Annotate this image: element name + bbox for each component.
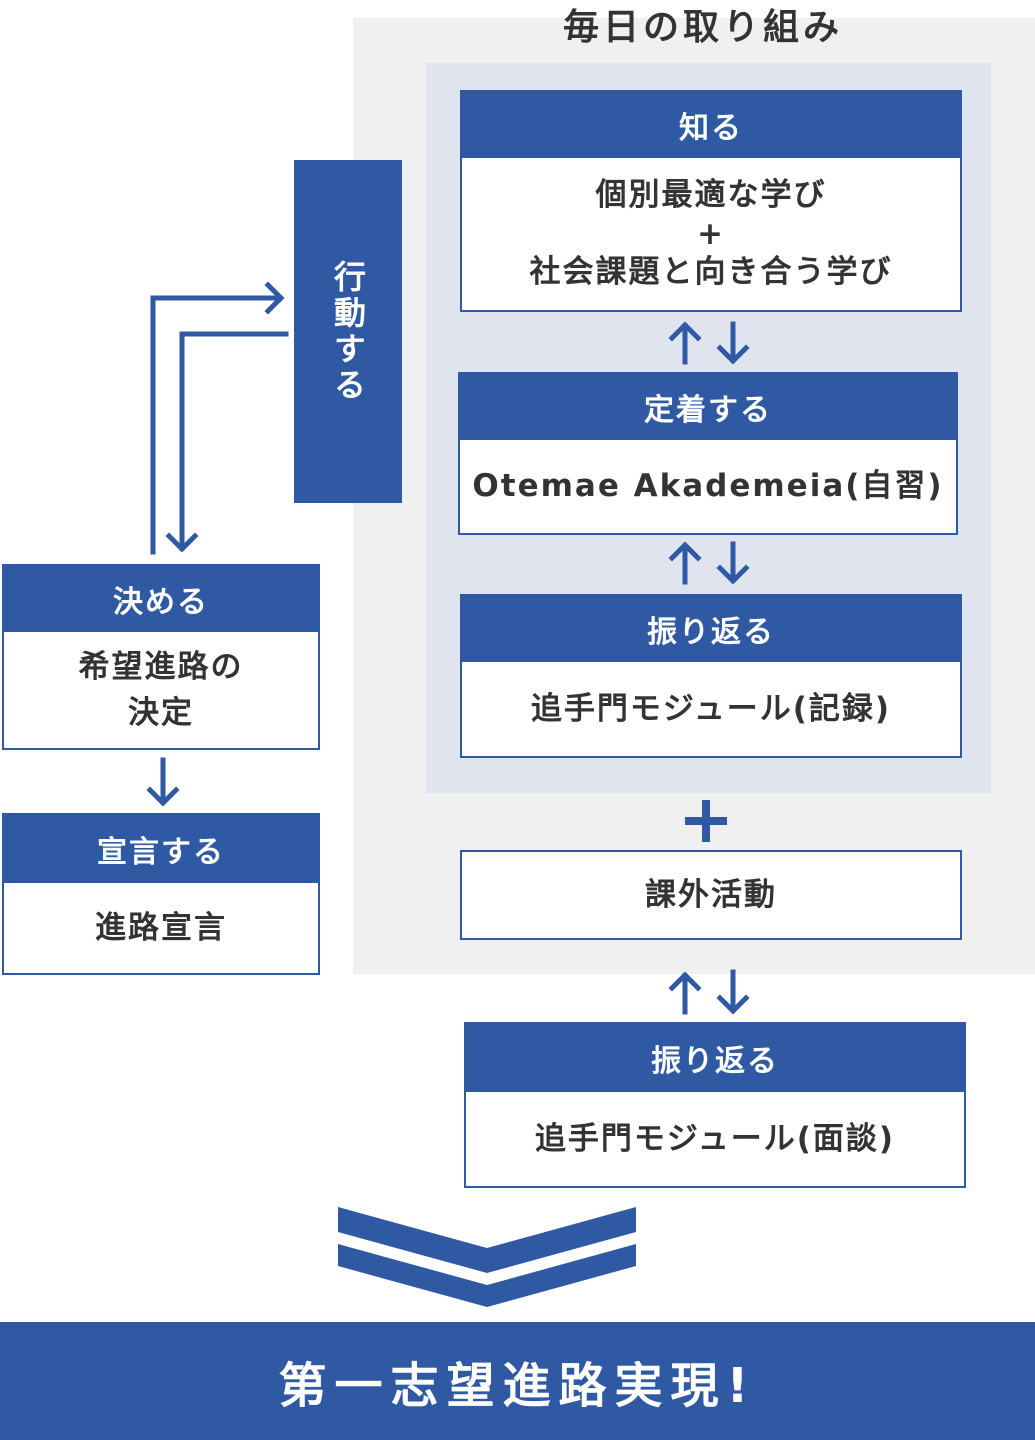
know-line1: 個別最適な学び (595, 176, 827, 213)
reflect-interview-header: 振り返る (466, 1024, 964, 1092)
settle-body: Otemae Akademeia(自習) (472, 468, 944, 505)
goal-banner: 第一志望進路実現! (0, 1322, 1035, 1440)
reflect-record-card: 振り返る 追手門モジュール(記録) (460, 594, 962, 758)
settle-card: 定着する Otemae Akademeia(自習) (458, 372, 958, 535)
reflect-record-body: 追手門モジュール(記録) (530, 690, 892, 727)
double-chevron-icon (338, 1207, 636, 1307)
action-box: 行動する (294, 160, 402, 503)
decide-header: 決める (4, 566, 318, 632)
action-label: 行動する (329, 259, 367, 404)
settle-header: 定着する (460, 374, 956, 440)
goal-banner-text: 第一志望進路実現! (278, 1358, 757, 1414)
know-body: 個別最適な学び + 社会課題と向き合う学び (462, 158, 960, 310)
declare-card: 宣言する 進路宣言 (2, 813, 320, 975)
decide-line2: 決定 (128, 695, 194, 731)
daily-title: 毎日の取り組み (562, 7, 843, 48)
decide-body: 希望進路の 決定 (4, 632, 318, 748)
up-down-arrow-3 (668, 969, 750, 1015)
loop-arrow-to-action (150, 281, 285, 555)
decide-line1: 希望進路の (78, 648, 244, 685)
up-down-arrow-2 (668, 541, 750, 585)
know-plus: + (697, 215, 725, 252)
decide-card: 決める 希望進路の 決定 (2, 564, 320, 750)
know-card: 知る 個別最適な学び + 社会課題と向き合う学び (460, 90, 962, 312)
reflect-record-header: 振り返る (462, 596, 960, 662)
know-line2: 社会課題と向き合う学び (529, 254, 893, 291)
plus-icon (685, 800, 727, 842)
loop-arrow-from-action (165, 331, 289, 553)
down-arrow-decide (146, 757, 180, 807)
know-header: 知る (462, 92, 960, 158)
extracurricular-card: 課外活動 (460, 850, 962, 940)
declare-header: 宣言する (4, 815, 318, 883)
reflect-interview-body: 追手門モジュール(面談) (534, 1120, 896, 1157)
reflect-interview-card: 振り返る 追手門モジュール(面談) (464, 1022, 966, 1188)
extracurricular-body: 課外活動 (645, 876, 777, 913)
declare-body: 進路宣言 (95, 909, 227, 946)
up-down-arrow-1 (668, 321, 750, 365)
